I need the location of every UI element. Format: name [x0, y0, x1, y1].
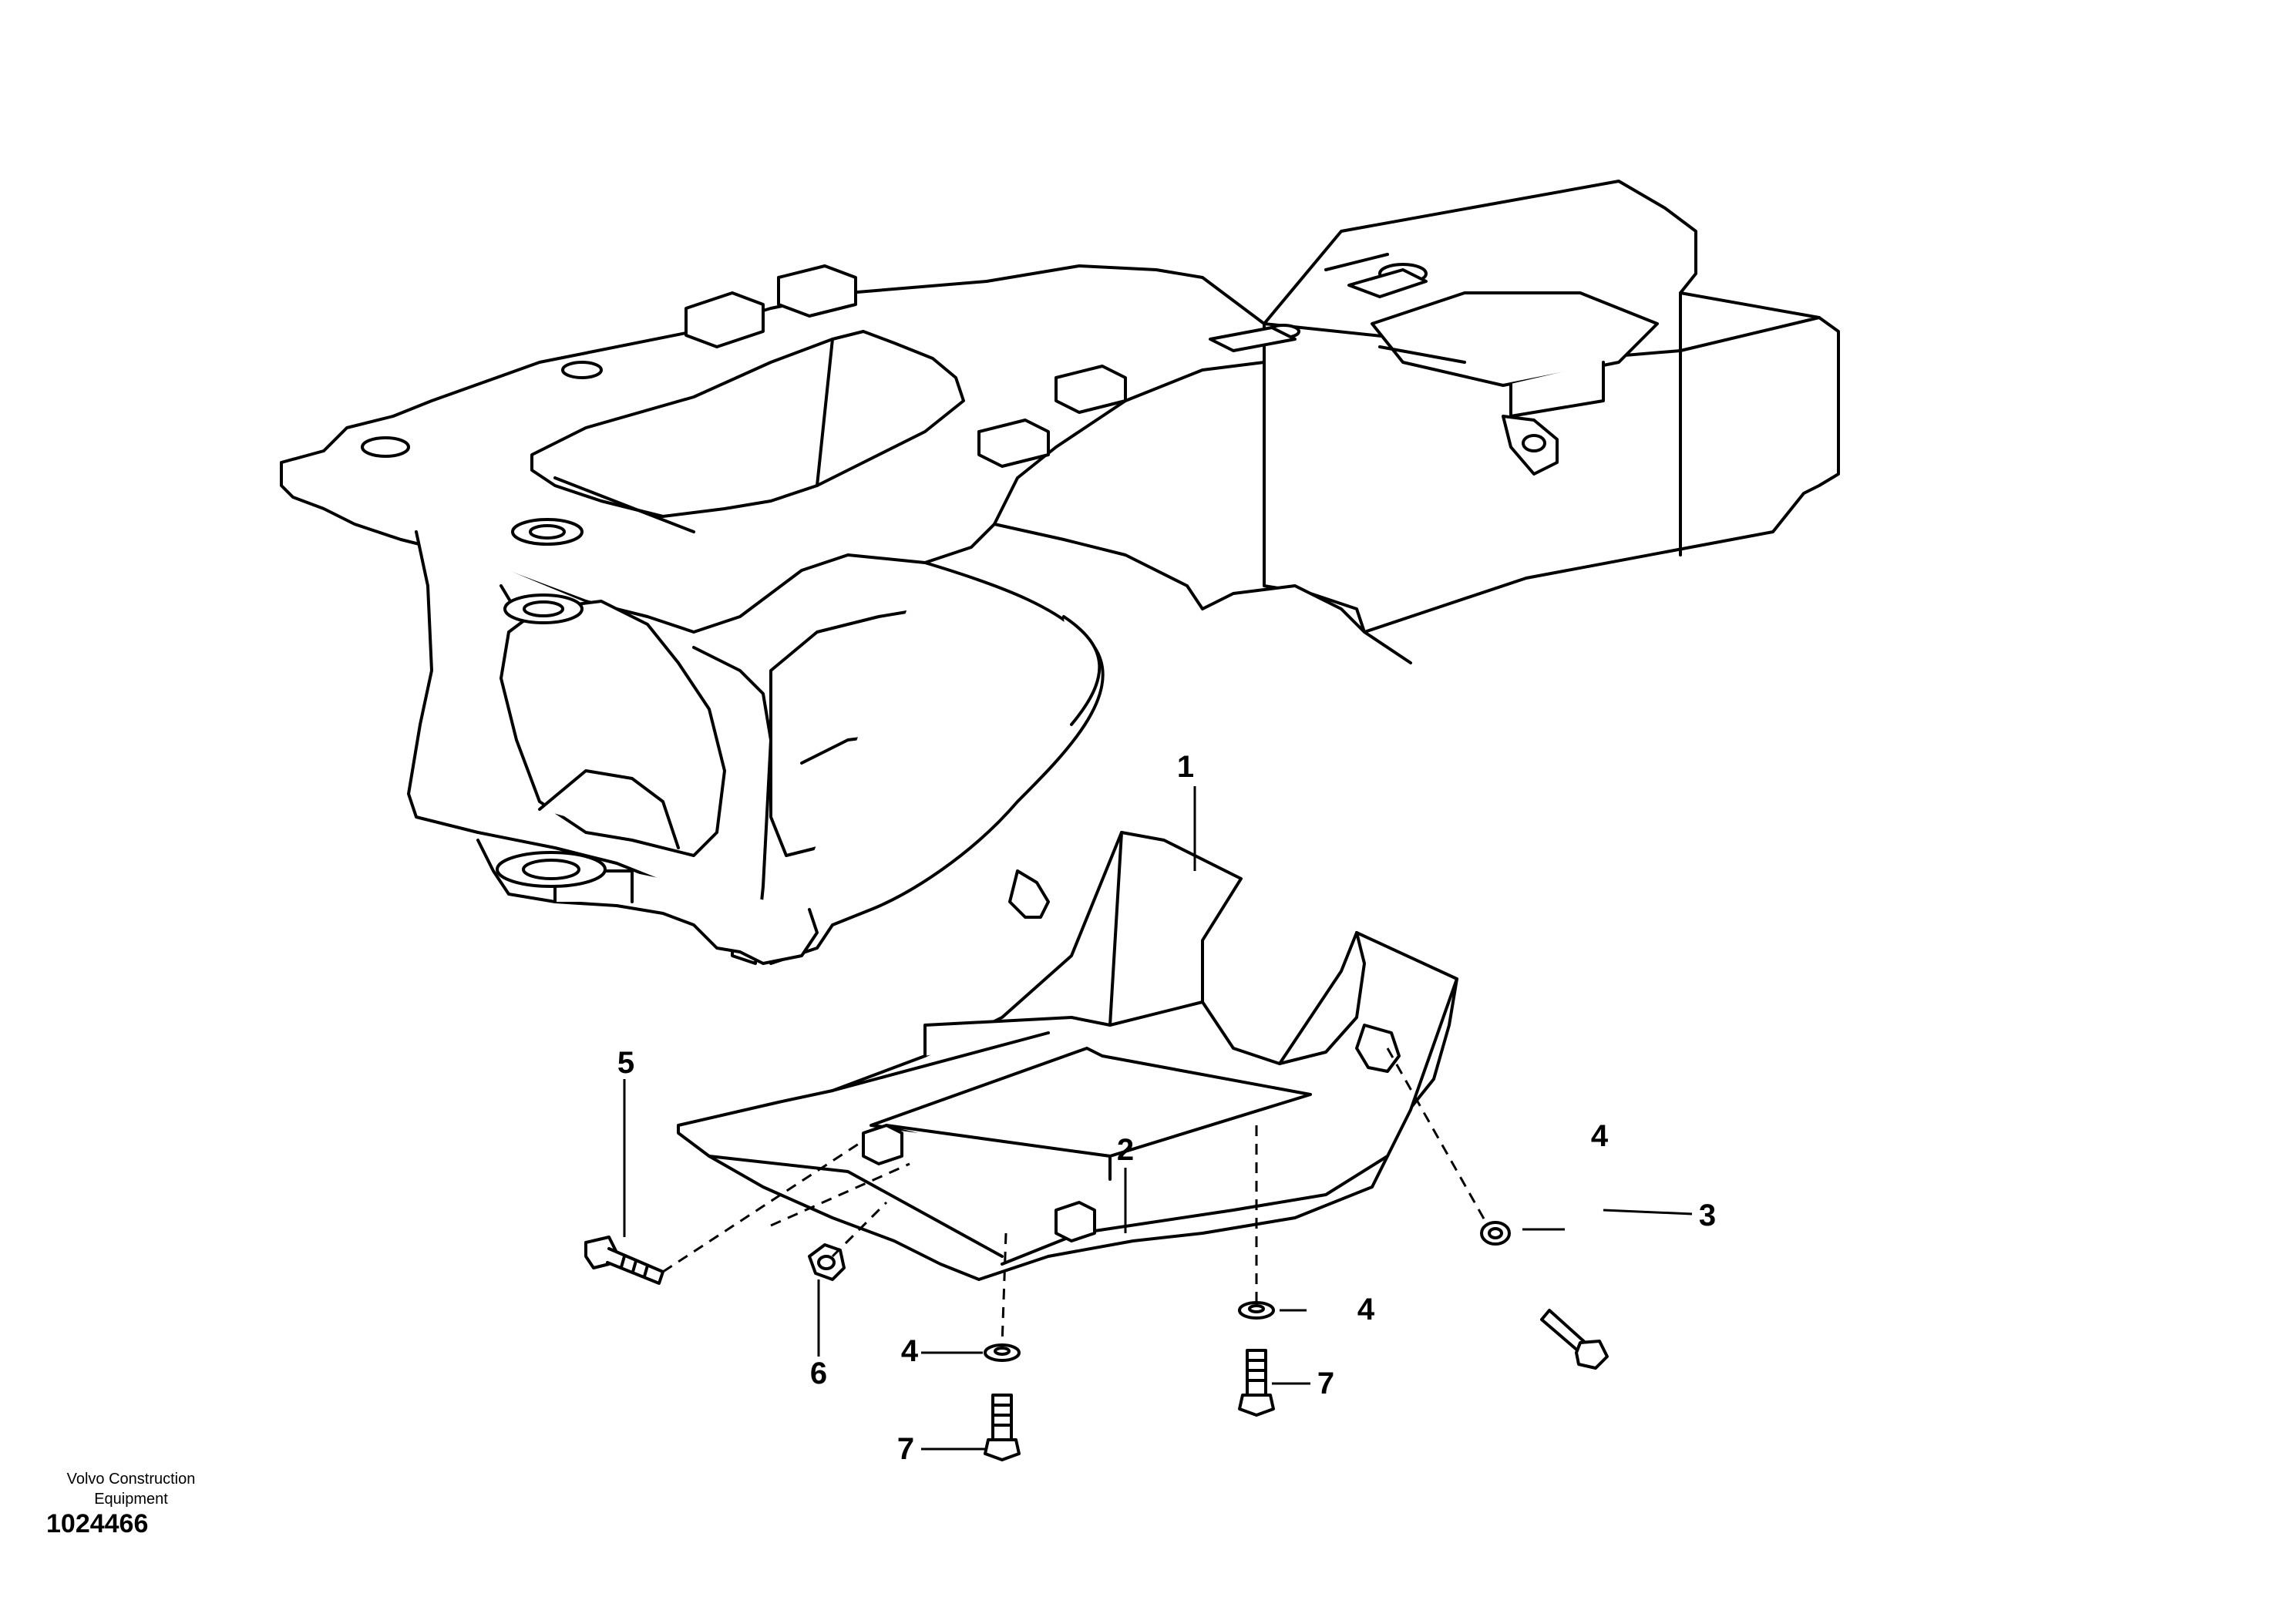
callout-6: 6 — [810, 1357, 827, 1390]
callout-4-left: 4 — [901, 1334, 919, 1368]
callout-4-center: 4 — [1357, 1293, 1375, 1326]
callout-labels: 1 2 3 4 4 4 5 6 7 7 — [617, 750, 1716, 1466]
callout-1: 1 — [1177, 750, 1194, 784]
brand-line-2: Equipment — [94, 1491, 168, 1508]
bolt-3 — [1540, 1309, 1609, 1370]
guard-plate — [677, 831, 1458, 1281]
washer-4-right — [1480, 1221, 1511, 1246]
drawing-number: 1024466 — [46, 1509, 149, 1538]
washer-4-center — [1238, 1301, 1275, 1320]
callout-7-right: 7 — [1317, 1367, 1334, 1400]
callout-4-right: 4 — [1591, 1119, 1609, 1153]
bolt-7-left — [984, 1394, 1021, 1461]
callout-5: 5 — [617, 1046, 634, 1080]
leader-lines — [623, 786, 1693, 1451]
bolt-7-right — [1238, 1349, 1275, 1417]
washer-4-left — [984, 1343, 1021, 1362]
machine-frame — [280, 180, 1840, 965]
callout-3: 3 — [1699, 1199, 1716, 1232]
brand-line-1: Volvo Construction — [66, 1471, 196, 1488]
assembly-lines — [662, 1047, 1489, 1346]
bolt-5 — [584, 1236, 664, 1285]
callout-7-left: 7 — [897, 1432, 914, 1466]
callout-2: 2 — [1117, 1133, 1134, 1167]
